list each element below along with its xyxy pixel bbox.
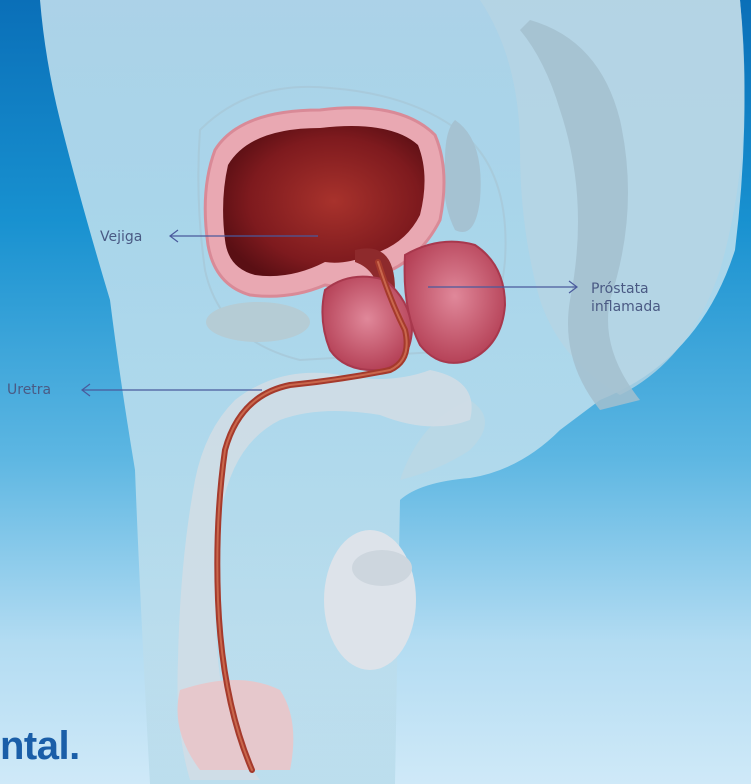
prostate-label-line1: Próstata xyxy=(591,281,649,297)
bladder-label: Vejiga xyxy=(100,228,142,246)
urethra-label: Uretra xyxy=(7,381,51,399)
bottom-heading-fragment: ntal. xyxy=(0,724,80,769)
testicle xyxy=(324,530,416,670)
prostate-label-line2: inflamada xyxy=(591,299,661,315)
pubic-bone xyxy=(206,302,310,342)
prostate-right-lobe xyxy=(405,242,505,363)
epididymis xyxy=(352,550,412,586)
prostate-label: Próstata inflamada xyxy=(591,280,661,316)
